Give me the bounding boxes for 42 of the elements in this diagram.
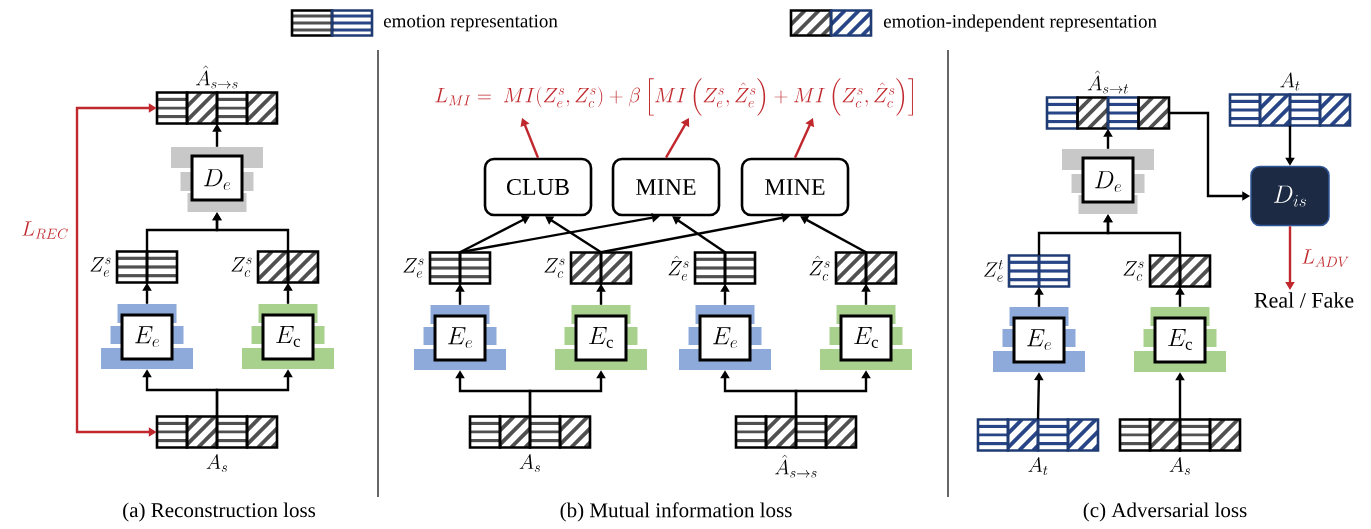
decoder-block: $D_e$ [1062, 149, 1154, 214]
vector-label: $\hat{A}_{s\to t}$ [1087, 70, 1128, 94]
vector-label: $A_s$ [206, 454, 227, 473]
discriminator-box: $D_{is}$ [1250, 165, 1330, 227]
encoder-block: $E_{\mathrm{c}}$ [820, 305, 912, 370]
encoder-block: $E_e$ [101, 304, 193, 369]
edge-label: $L_{REC}$ [20, 220, 70, 240]
vector-label: $A_t$ [1028, 457, 1048, 476]
vector-label: $\hat{Z}_c^s$ [809, 255, 830, 281]
vector-label: $Z_c^s$ [231, 257, 252, 277]
encoder-block: $E_{\mathrm{c}}$ [555, 305, 647, 370]
arrow [545, 216, 602, 254]
edge-label: $L_{ADV}$ [1300, 248, 1351, 268]
caption: (b) Mutual information loss [560, 502, 792, 522]
vector-label: $\hat{Z}_e^s$ [668, 255, 689, 281]
estimator-box: CLUB [483, 157, 593, 217]
encoder-block: $E_{\mathrm{c}}$ [242, 304, 334, 369]
legend-text: emotion-independent representation [883, 14, 1157, 32]
vector-label: $Z_c^s$ [544, 258, 565, 278]
vector-label: $Z_e^t$ [984, 260, 1003, 282]
decoder-block: $D_e$ [171, 147, 263, 212]
vector-label: $Z_c^s$ [1123, 261, 1144, 281]
vector-label: $A_t$ [1280, 72, 1300, 91]
vector-label: $\hat{A}_{s\to s}$ [196, 65, 238, 89]
vector-label: $A_s$ [519, 454, 540, 473]
legend-text: emotion representation [383, 14, 558, 32]
arrow [672, 216, 726, 254]
encoder-block: $E_e$ [414, 305, 506, 370]
vector-label: $Z_e^s$ [90, 257, 111, 277]
arrow [459, 215, 530, 254]
vector-label: $Z_e^s$ [403, 258, 424, 278]
output-text: Real / Fake [1254, 292, 1354, 308]
vector-label: $\hat{A}_{s\to s}$ [775, 454, 817, 478]
estimator-box: MINE [611, 157, 721, 217]
caption: (a) Reconstruction loss [123, 502, 316, 522]
encoder-block: $E_e$ [679, 305, 771, 370]
vector-label: $A_s$ [1169, 457, 1190, 476]
loss-formula: $L_{MI} =\ MI(Z_e^s,Z_c^s)+\beta\left[MI\left(Z_e^s,\hat{Z}_e^s\right)+MI\left(Z_c^s,\hat{Z}_c^s\right)\right]$ [435, 78, 913, 116]
encoder-block: $E_e$ [993, 307, 1085, 372]
encoder-block: $E_{\mathrm{c}}$ [1134, 307, 1226, 372]
caption: (c) Adversarial loss [1083, 502, 1247, 522]
estimator-box: MINE [740, 157, 850, 217]
